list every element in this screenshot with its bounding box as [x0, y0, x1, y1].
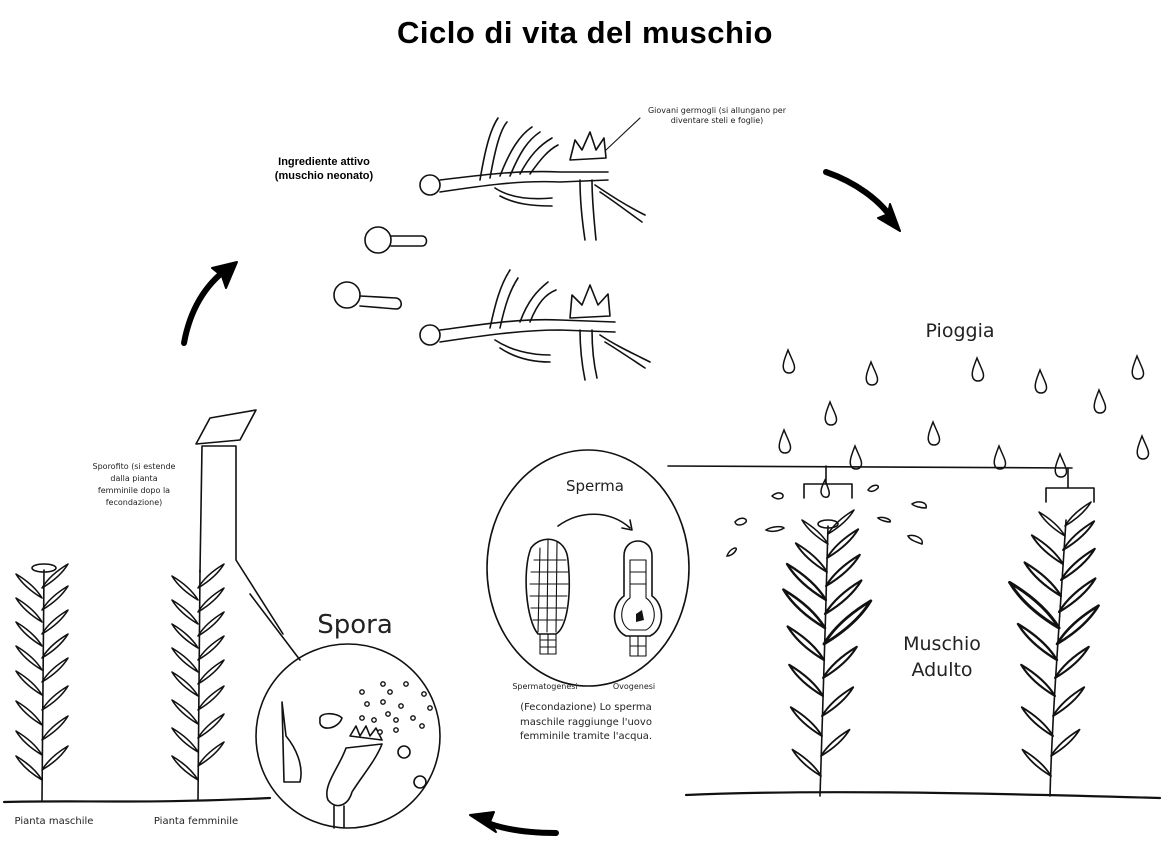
spore-icon — [397, 745, 411, 759]
archegonium-icon — [613, 540, 663, 657]
splash-icon — [876, 516, 892, 523]
label-female-plant: Pianta femminile — [153, 816, 239, 827]
spore-germinating-1 — [364, 226, 428, 254]
raindrop-icon — [1136, 433, 1150, 460]
splash-icon — [820, 478, 830, 498]
label-sporophyte: Sporofito (si estende dalla pianta femmi… — [92, 462, 176, 507]
cycle-arrow-down-right — [823, 169, 901, 232]
cycle-arrow-left — [469, 811, 559, 836]
raindrop-icon — [971, 355, 985, 382]
splash-icon — [770, 492, 784, 500]
raindrop-icon — [782, 347, 796, 374]
adult-moss-plant-1 — [782, 509, 873, 797]
bud-icon — [569, 284, 611, 319]
cycle-arrow-up-right — [181, 261, 238, 346]
calyptra-icon — [281, 701, 302, 783]
label-active-ingredient: Ingrediente attivo (muschio neonato) — [274, 156, 374, 182]
splash-icon — [725, 547, 738, 557]
protonema-group-bottom — [419, 269, 651, 381]
bud-icon — [569, 131, 607, 161]
operculum-icon — [319, 712, 343, 729]
label-spore: Spora — [317, 610, 393, 640]
label-oogenesis: Ovogenesi — [612, 682, 656, 691]
label-rain: Pioggia — [925, 320, 995, 342]
splash-icon — [867, 484, 880, 493]
spore-germinating-2 — [333, 281, 403, 310]
fertilization-circle — [486, 449, 690, 687]
protonema-group-top — [419, 117, 646, 241]
label-fertilization: (Fecondazione) Lo sperma maschile raggiu… — [519, 702, 653, 742]
raindrop-icon — [865, 359, 879, 386]
female-moss-plant — [171, 563, 225, 801]
capsule-icon — [326, 743, 383, 807]
raindrop-icon — [1131, 353, 1145, 380]
label-sperm: Sperma — [566, 477, 624, 495]
label-adult-moss: Muschio Adulto — [903, 633, 981, 681]
raindrop-icon — [1093, 387, 1107, 414]
label-spermatogenesis: Spermatogenesi — [512, 682, 578, 691]
splash-icon — [764, 525, 786, 533]
label-young-shoots: Giovani germogli (si allungano per diven… — [647, 106, 786, 125]
male-moss-plant — [15, 563, 69, 801]
spore-icon — [333, 281, 361, 309]
ground-left — [2, 796, 272, 804]
raindrop-icon — [849, 443, 863, 470]
spore-icon — [413, 775, 427, 789]
rain-drops — [725, 347, 1150, 557]
spore-icon — [364, 226, 392, 254]
splash-icon — [906, 534, 923, 545]
antheridium-icon — [525, 538, 571, 655]
adult-moss-plant-2 — [1008, 501, 1100, 797]
spore-icon — [419, 324, 441, 346]
raindrop-icon — [1034, 367, 1048, 394]
raindrop-icon — [1054, 451, 1068, 478]
sporophyte — [195, 409, 284, 635]
label-male-plant: Pianta maschile — [14, 816, 94, 827]
ground-right — [684, 791, 1162, 800]
raindrop-icon — [993, 443, 1007, 470]
diagram-title: Ciclo di vita del muschio — [397, 15, 773, 50]
raindrop-icon — [824, 399, 838, 426]
raindrop-icon — [927, 419, 941, 446]
splash-icon — [734, 517, 748, 526]
spore-dots — [359, 681, 433, 735]
spore-circle — [249, 593, 441, 829]
connector-lines — [667, 465, 1095, 503]
splash-icon — [910, 501, 927, 509]
raindrop-icon — [778, 427, 792, 454]
spore-icon — [419, 174, 441, 196]
